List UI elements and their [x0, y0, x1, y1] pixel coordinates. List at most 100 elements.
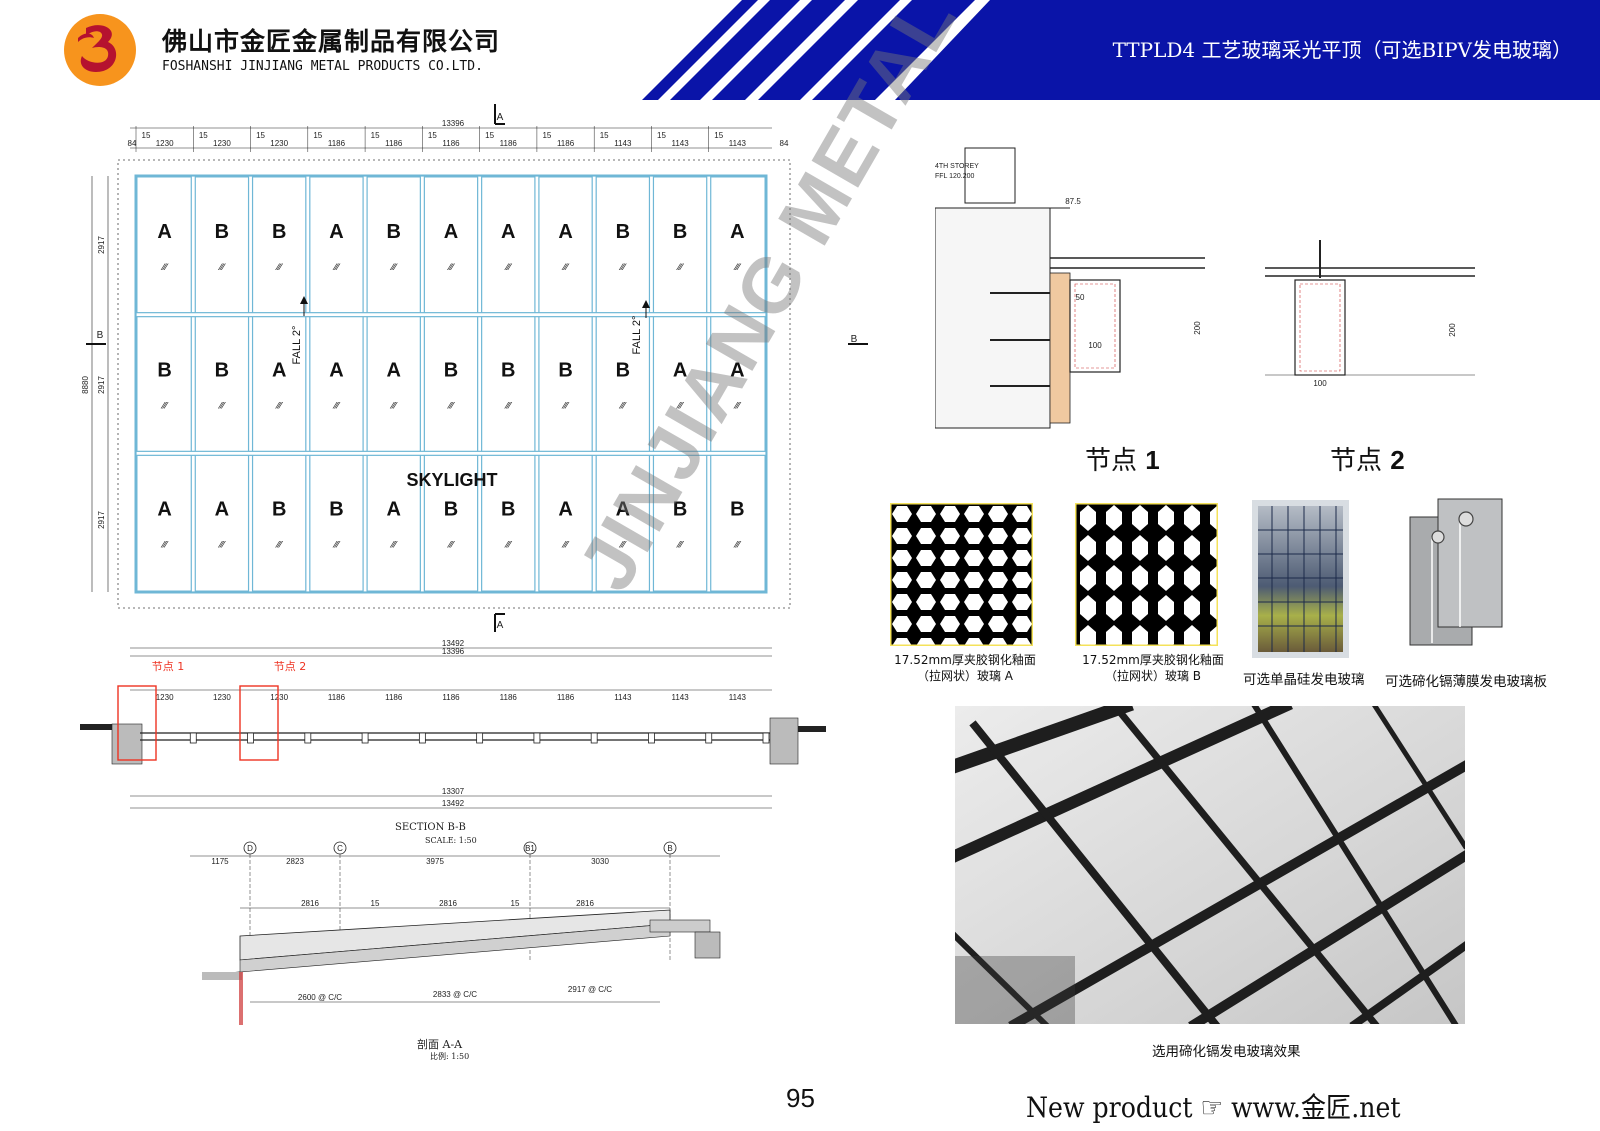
- elev-dim-sub: 13396: [442, 647, 465, 656]
- glass-hatch-icon: ⁄⁄⁄: [275, 540, 284, 550]
- node1-text: 节点: [1085, 446, 1138, 476]
- node-details-drawing: 4TH STOREY FFL 120.200 200 100 50 87.5 1…: [935, 147, 1475, 429]
- glass-type-label: A: [272, 360, 286, 382]
- glass-hatch-icon: ⁄⁄⁄: [733, 402, 742, 412]
- elev-dim-bottom-a: 13307: [442, 787, 465, 796]
- company-name-cn: 佛山市金匠金属制品有限公司: [162, 27, 501, 56]
- fall-label-1: FALL 2°: [291, 326, 303, 365]
- glass-type-label: A: [157, 221, 171, 243]
- glass-hatch-icon: ⁄⁄⁄: [332, 540, 341, 550]
- section-bay-1: 2600 @ C/C: [298, 993, 342, 1002]
- gap-dim: 15: [256, 131, 265, 140]
- col-dim: 1186: [557, 139, 575, 148]
- mesh-glass-b-sample: [1075, 503, 1218, 646]
- glass-type-label: B: [444, 360, 458, 382]
- glass-hatch-icon: ⁄⁄⁄: [733, 263, 742, 273]
- photo-caption: 选用碲化镉发电玻璃效果: [1152, 1044, 1301, 1060]
- gap-dim: 15: [600, 131, 609, 140]
- elevation-post: [418, 732, 426, 744]
- node1-highlight: [117, 685, 157, 761]
- footer-link[interactable]: New product ☞ www.金匠.net: [1026, 1091, 1401, 1124]
- col-dim: 1143: [671, 139, 689, 148]
- mullion: [477, 175, 483, 593]
- glass-type-label: A: [215, 498, 229, 520]
- glass-hatch-icon: ⁄⁄⁄: [676, 402, 685, 412]
- glass-type-label: B: [157, 360, 171, 382]
- elevation-post: [762, 732, 770, 744]
- gap-dim: 15: [657, 131, 666, 140]
- section-dim: 2823: [286, 857, 304, 866]
- glass-hatch-icon: ⁄⁄⁄: [447, 263, 456, 273]
- elevation-post: [247, 732, 254, 744]
- storey-label: 4TH STOREY: [935, 163, 979, 170]
- glass-hatch-icon: ⁄⁄⁄: [332, 402, 341, 412]
- glass-type-label: B: [329, 498, 343, 520]
- elev-dim-bottom-b: 13492: [442, 799, 465, 808]
- elevation-post: [361, 732, 369, 744]
- storey-level: FFL 120.200: [935, 173, 975, 180]
- transom: [135, 450, 767, 456]
- elevation-post: [304, 732, 312, 744]
- section-span: 2816: [576, 899, 594, 908]
- glass-hatch-icon: ⁄⁄⁄: [676, 540, 685, 550]
- mullion: [534, 175, 540, 593]
- glass-type-label: B: [673, 498, 687, 520]
- glass-type-label: B: [387, 221, 401, 243]
- elev-col-dim: 1186: [557, 693, 575, 702]
- glass-hatch-icon: ⁄⁄⁄: [389, 263, 398, 273]
- section-bb-scale: SCALE: 1:50: [425, 836, 477, 845]
- gap-dim: 15: [313, 131, 322, 140]
- glass-hatch-icon: ⁄⁄⁄: [447, 402, 456, 412]
- page-number: 95: [786, 1083, 815, 1113]
- glass-hatch-icon: ⁄⁄⁄: [332, 263, 341, 273]
- glass-type-label: A: [558, 498, 572, 520]
- dim-row-3: 2917: [97, 511, 106, 529]
- axis-marker-label: D: [247, 844, 253, 853]
- gap-dim: 15: [542, 131, 551, 140]
- elev-col-dim: 1230: [270, 693, 288, 702]
- elevation-post: [705, 732, 713, 744]
- top-col-dims: 1230151230151230151186151186151186151186…: [128, 126, 789, 152]
- section-marker-b-right: B: [851, 334, 858, 345]
- glass-hatch-icon: ⁄⁄⁄: [447, 540, 456, 550]
- mono-si-caption: 可选单晶硅发电玻璃: [1243, 672, 1365, 688]
- node2-mark: 节点 2: [274, 660, 307, 673]
- glass-hatch-icon: ⁄⁄⁄: [389, 540, 398, 550]
- header-banner: [642, 0, 1600, 100]
- glass-type-label: A: [501, 221, 515, 243]
- elev-col-dim: 1186: [328, 693, 346, 702]
- glass-hatch-icon: ⁄⁄⁄: [504, 402, 513, 412]
- section-dim: 1175: [211, 857, 229, 866]
- product-title: TTPLD4 工艺玻璃采光平顶（可选BIPV发电玻璃）: [1112, 38, 1572, 62]
- glass-hatch-icon: ⁄⁄⁄: [389, 402, 398, 412]
- gap-dim: 15: [714, 131, 723, 140]
- mesh-a-caption: 17.52mm厚夹胶钢化釉面 （拉网状）玻璃 A: [880, 652, 1050, 684]
- col-dim: 1230: [213, 139, 231, 148]
- mesh-b-caption: 17.52mm厚夹胶钢化釉面 （拉网状）玻璃 B: [1068, 652, 1238, 684]
- gap-dim: 15: [142, 131, 151, 140]
- section-span: 15: [371, 899, 380, 908]
- elevation-post: [533, 732, 541, 744]
- glass-type-label: A: [157, 498, 171, 520]
- node2-dim-200: 200: [1448, 323, 1457, 337]
- node1-dim-200: 200: [1193, 321, 1202, 335]
- node1-title: 节点 1: [1085, 440, 1160, 477]
- glass-hatch-icon: ⁄⁄⁄: [218, 263, 227, 273]
- glass-panel-grid: A ⁄⁄⁄ B ⁄⁄⁄ B ⁄⁄⁄ A ⁄⁄⁄ B ⁄⁄⁄ A ⁄⁄⁄ A ⁄⁄⁄ A ⁄⁄⁄ B ⁄⁄⁄ B ⁄⁄⁄…: [134, 174, 768, 594]
- glass-hatch-icon: ⁄⁄⁄: [619, 540, 628, 550]
- mullion: [648, 175, 655, 593]
- glass-type-label: B: [215, 221, 229, 243]
- elev-col-dim: 1186: [500, 693, 518, 702]
- mullion: [305, 175, 311, 593]
- section-aa-title: 剖面 A-A: [417, 1038, 463, 1051]
- mesh-b-line1: 17.52mm厚夹胶钢化釉面: [1082, 653, 1224, 667]
- col-dim: 1186: [442, 139, 460, 148]
- glass-hatch-icon: ⁄⁄⁄: [218, 540, 227, 550]
- glass-hatch-icon: ⁄⁄⁄: [218, 402, 227, 412]
- node2-highlight: [239, 685, 279, 761]
- col-dim: 1230: [156, 139, 174, 148]
- section-span: 2816: [301, 899, 319, 908]
- glass-hatch-icon: ⁄⁄⁄: [733, 540, 742, 550]
- section-bay-2: 2833 @ C/C: [433, 990, 477, 999]
